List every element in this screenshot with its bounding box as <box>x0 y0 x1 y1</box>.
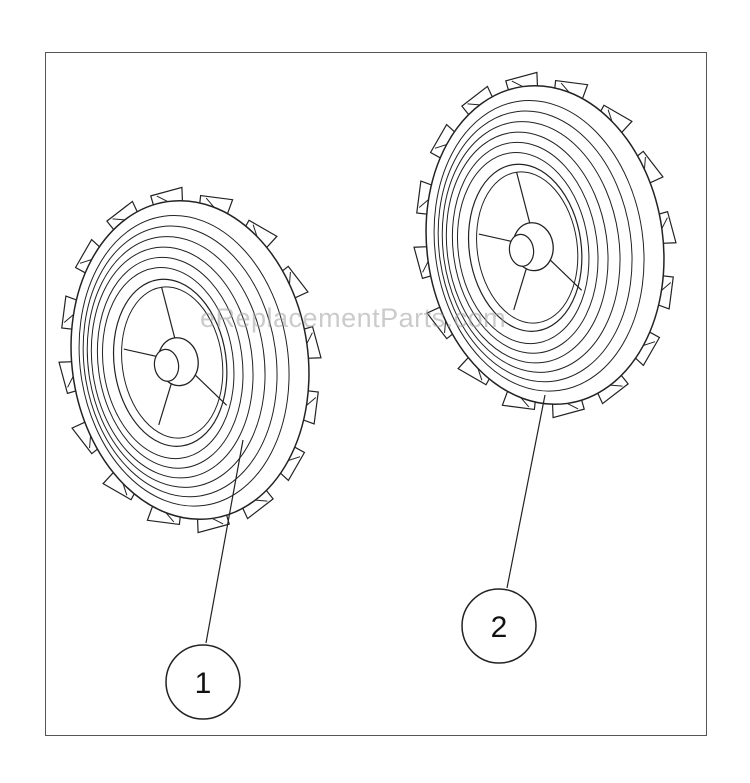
tire-2 <box>405 69 685 421</box>
leader-line-2 <box>506 394 546 589</box>
callout-1[interactable]: 1 <box>165 644 241 720</box>
watermark: eReplacementParts.com <box>200 303 507 333</box>
tire-1 <box>50 184 330 536</box>
callout-2-label: 2 <box>491 611 508 644</box>
leader-line-1 <box>205 439 244 644</box>
diagram-frame <box>45 52 707 736</box>
callout-1-label: 1 <box>195 667 212 700</box>
callout-2[interactable]: 2 <box>461 588 537 664</box>
